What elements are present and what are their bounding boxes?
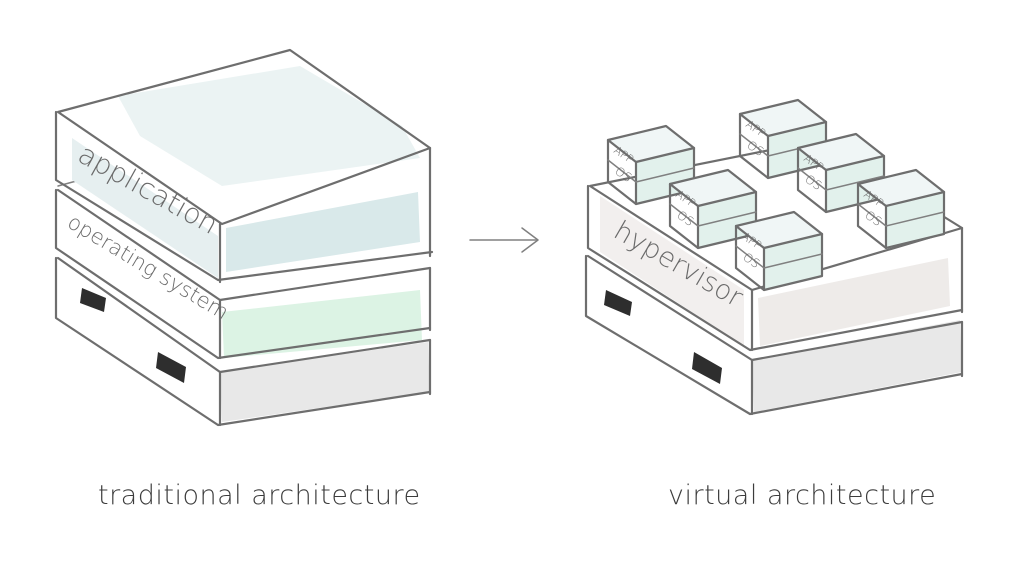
virtual-architecture-caption: virtual architecture [668, 480, 937, 511]
traditional-architecture-caption: traditional architecture [98, 480, 421, 511]
hardware-layer [584, 254, 964, 416]
application-layer: application [54, 48, 434, 284]
drive-slot-icon [80, 288, 106, 312]
vm-os-label: OS [802, 172, 824, 193]
drive-slot-icon [604, 290, 632, 316]
vm-box: APP OS [856, 168, 946, 250]
vm-os-label: OS [862, 208, 884, 229]
vm-os-label: OS [740, 250, 762, 271]
virtual-stack: hypervisor APP OS APP OS [584, 98, 964, 416]
drive-slot-icon [156, 352, 186, 383]
vm-os-label: OS [744, 138, 766, 159]
hardware-layer [54, 256, 432, 427]
drive-slot-icon [692, 352, 722, 384]
traditional-stack: operating system application [54, 48, 434, 427]
arrow-icon [469, 227, 539, 253]
vm-box: APP OS [734, 210, 824, 292]
vm-os-label: OS [674, 208, 696, 229]
